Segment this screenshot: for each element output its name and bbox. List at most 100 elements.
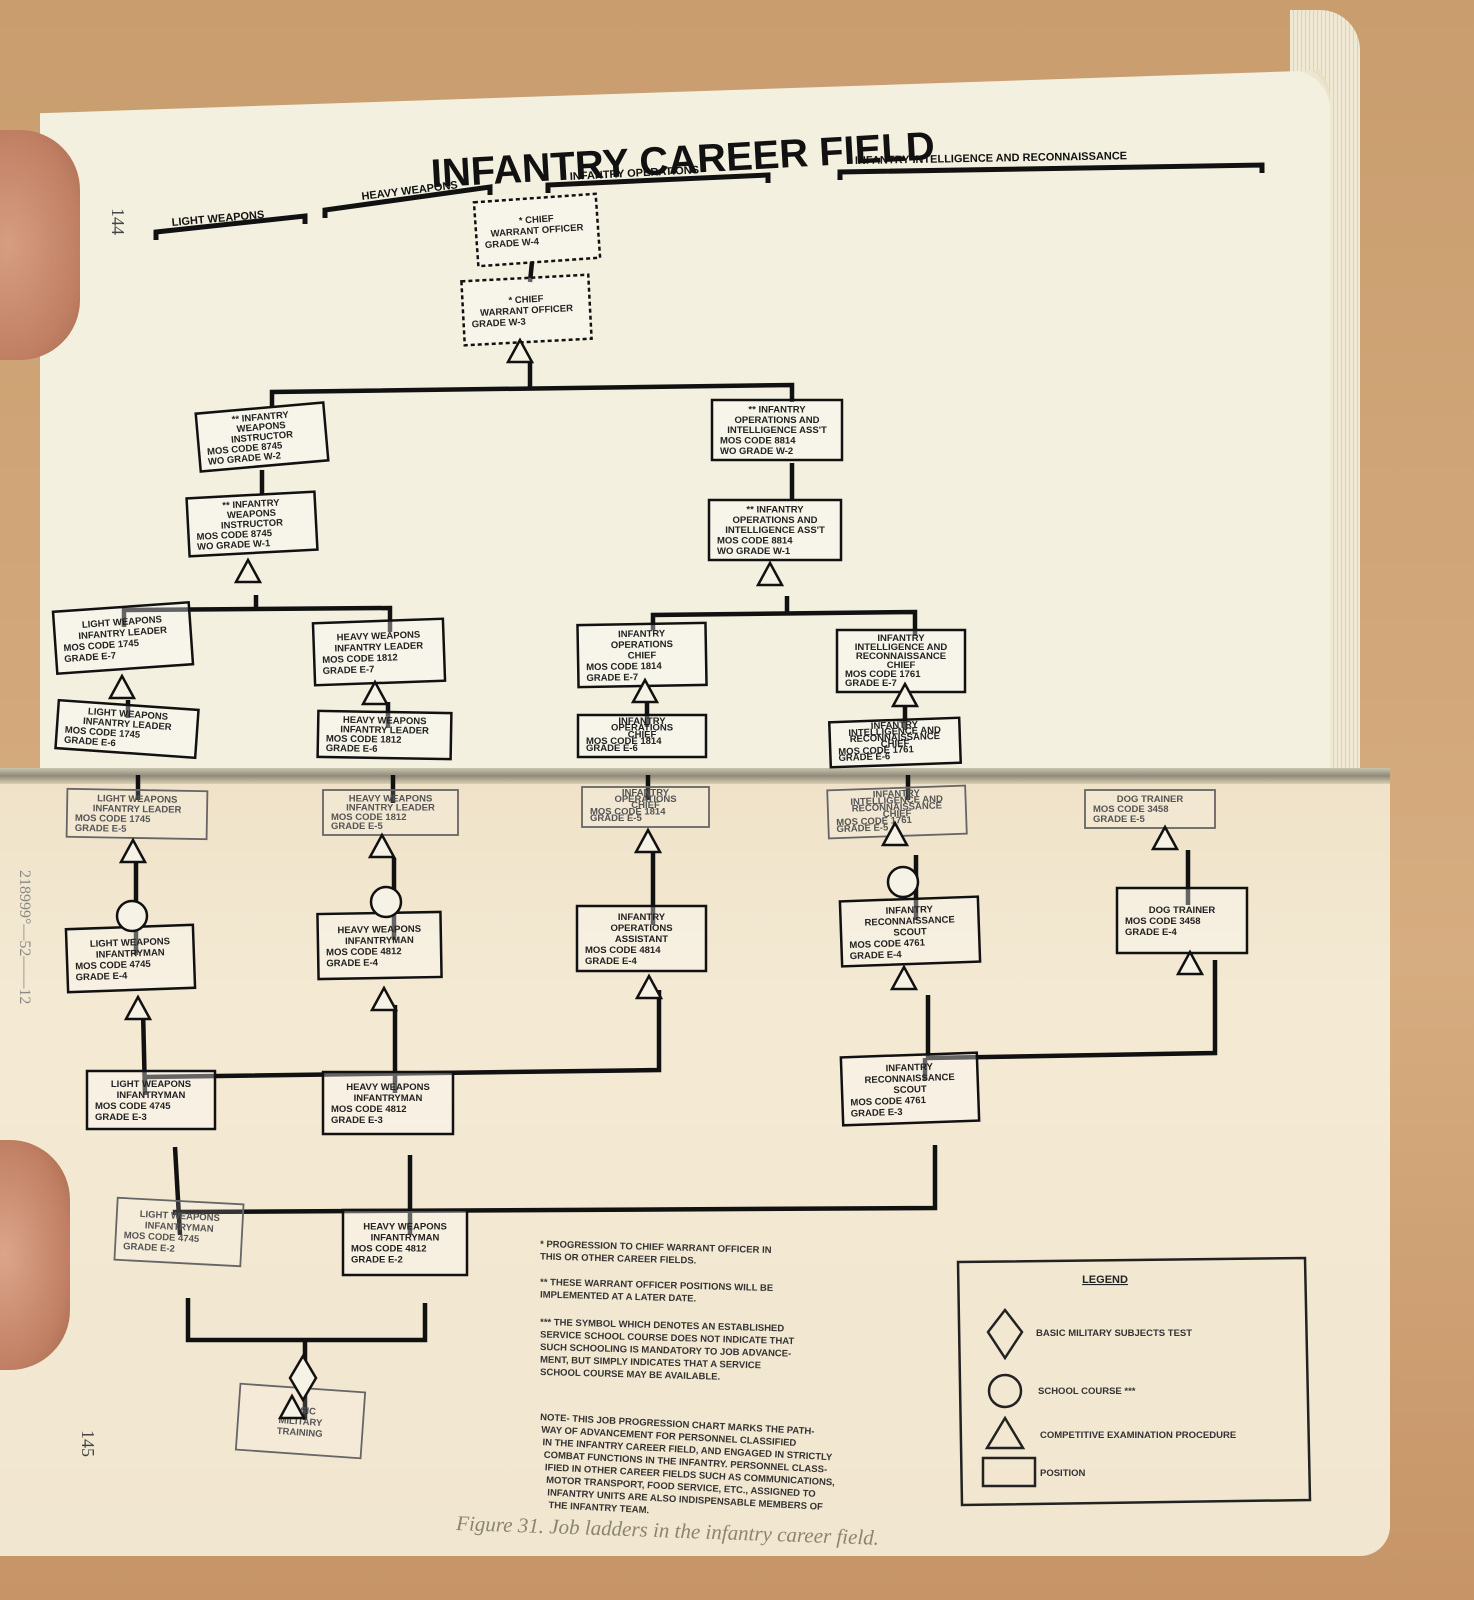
box-line: RECONNAISSANCE [856, 651, 946, 662]
box-line: INFANTRY [886, 904, 934, 917]
legend-item-school: SCHOOL COURSE *** [1038, 1386, 1136, 1397]
triangle-icon [360, 679, 390, 706]
box-line: RECONNAISSANCE [852, 800, 943, 814]
box-line: INFANTRY LEADER [334, 640, 423, 654]
box-line: GRADE E-4 [850, 949, 903, 962]
box-line: GRADE E-7 [586, 672, 638, 684]
box-line: MOS CODE 1814 [586, 661, 662, 673]
page-number-left: 144 [108, 208, 128, 235]
box-line: SCOUT [893, 926, 927, 938]
box-frame [575, 904, 708, 973]
box-line: CHIEF [883, 808, 912, 820]
box-line: ** INFANTRY [231, 410, 290, 426]
box-line: MOS CODE 1812 [331, 812, 407, 823]
box-line: WO GRADE W-2 [720, 446, 793, 457]
box-line: MOS CODE 4745 [123, 1230, 200, 1245]
triangle-icon [880, 820, 910, 847]
footnote-line: THE INFANTRY TEAM. [548, 1500, 649, 1516]
box-frame [576, 713, 708, 759]
triangle-icon [633, 827, 663, 854]
box-frame [185, 490, 319, 558]
box-line: * CHIEF [519, 213, 555, 226]
box-line: GRADE E-4 [75, 971, 128, 984]
box-frame [827, 716, 963, 769]
triangle-icon [755, 560, 785, 587]
box-line: GRADE E-5 [75, 823, 128, 835]
box-line: MOS CODE 3458 [1093, 804, 1169, 815]
box-line: GRADE E-6 [586, 743, 638, 754]
box-line: MOS CODE 1745 [75, 813, 151, 825]
box-line: GRADE E-7 [64, 651, 116, 666]
box-line: WEAPONS [227, 508, 277, 522]
triangle-icon [1150, 824, 1180, 851]
box-line: DOG TRAINER [1149, 905, 1216, 916]
circle-icon [115, 899, 149, 933]
box-line: TRAINING [276, 1426, 323, 1440]
box-line: MOS CODE 4761 [849, 937, 926, 951]
box-line: MOS CODE 1761 [838, 744, 915, 758]
box-line: CHIEF [628, 729, 657, 740]
box-line: MOS CODE 1745 [63, 638, 140, 654]
legend-item-position: POSITION [1040, 1468, 1086, 1479]
box-line: RECONNAISSANCE [864, 1072, 955, 1086]
box-frame [838, 895, 982, 968]
diamond-icon [986, 1307, 1024, 1361]
circle-icon [886, 865, 920, 899]
box-line: MOS CODE 3458 [1125, 916, 1201, 927]
triangle-icon [123, 994, 153, 1021]
box-line: WEAPONS [236, 420, 286, 435]
box-line: CHIEF [881, 738, 910, 750]
thumb [0, 130, 80, 360]
box-line: INFANTRY [886, 1062, 934, 1075]
printer-code: 218999°—52——12 [16, 870, 33, 1004]
box-line: HEAVY WEAPONS [343, 715, 427, 727]
triangle-icon [277, 1393, 307, 1420]
box-line: LIGHT WEAPONS [139, 1209, 220, 1224]
box-line: INFANTRYMAN [117, 1090, 186, 1101]
box-line: GRADE E-5 [836, 822, 889, 835]
box-line: INFANTRY [871, 719, 919, 732]
triangle-icon [233, 557, 263, 584]
circle-icon [369, 885, 403, 919]
box-line: MOS CODE 4761 [850, 1095, 927, 1109]
box-line: INFANTRY LEADER [340, 724, 429, 737]
box-line: MOS CODE 8814 [720, 436, 796, 447]
page-number-right: 145 [78, 1430, 98, 1457]
box-line: GRADE E-4 [1125, 927, 1177, 938]
box-frame [321, 1070, 455, 1136]
box-line: MOS CODE 1812 [322, 652, 398, 666]
triangle-icon [369, 985, 399, 1012]
box-frame [65, 787, 209, 841]
diamond-icon [288, 1353, 318, 1403]
box-line: HEAVY WEAPONS [363, 1222, 447, 1233]
box-line: GRADE E-2 [351, 1255, 403, 1266]
box-line: HEAVY WEAPONS [346, 1082, 430, 1093]
legend-item-competitive: COMPETITIVE EXAMINATION PROCEDURE [1040, 1430, 1236, 1441]
footnote-line: THIS OR OTHER CAREER FIELDS. [540, 1252, 696, 1267]
triangle-icon [367, 832, 397, 859]
book-fold [0, 768, 1390, 784]
box-line: ** INFANTRY [222, 498, 280, 512]
box-frame [51, 600, 195, 676]
box-line: SCOUT [893, 1084, 927, 1096]
box-line: INFANTRYMAN [345, 935, 414, 947]
box-line: * CHIEF [508, 294, 544, 307]
box-frame [1115, 886, 1249, 955]
box-line: DOG TRAINER [1117, 794, 1184, 805]
box-frame [316, 709, 453, 761]
box-line: GRADE E-3 [331, 1115, 383, 1126]
